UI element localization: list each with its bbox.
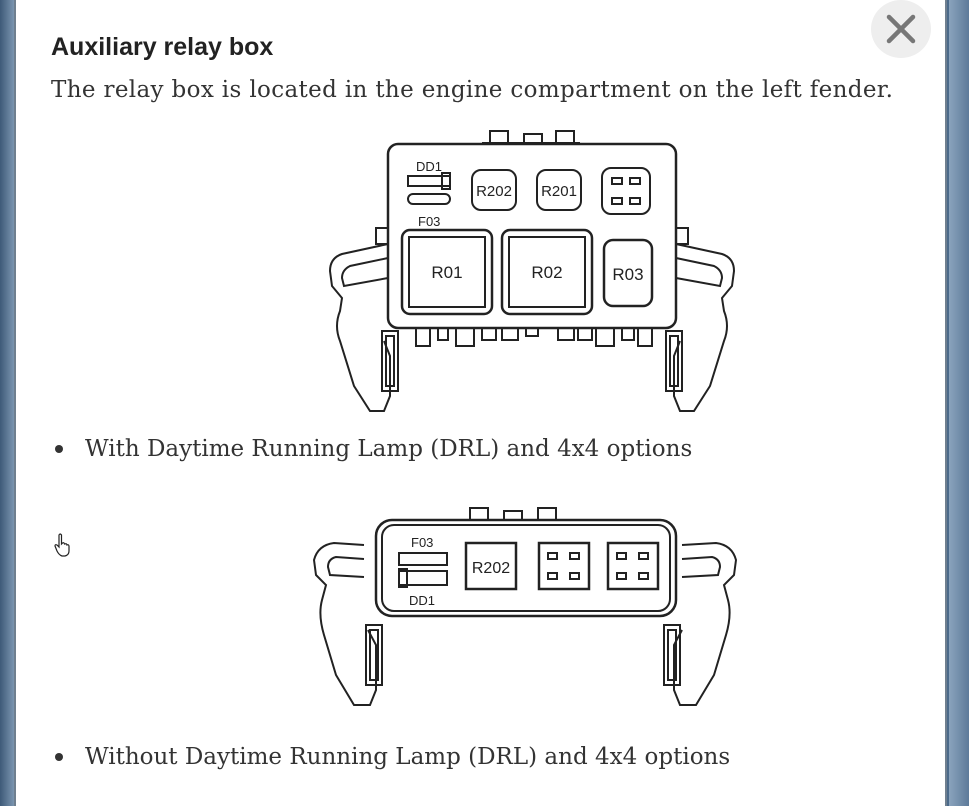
label-dd1: DD1 bbox=[409, 593, 435, 608]
relay-box-diagram-drl: DD1 F03 R202 R201 R01 R02 R03 bbox=[328, 130, 736, 412]
caption-without-drl-text: Without Daytime Running Lamp (DRL) and 4… bbox=[85, 744, 731, 770]
label-r03: R03 bbox=[612, 265, 643, 284]
close-icon bbox=[886, 14, 916, 44]
label-f03: F03 bbox=[411, 535, 433, 550]
label-f03: F03 bbox=[418, 214, 440, 229]
page-title: Auxiliary relay box bbox=[51, 33, 274, 61]
label-r202: R202 bbox=[472, 560, 510, 577]
label-r01: R01 bbox=[431, 263, 462, 282]
caption-with-drl-text: With Daytime Running Lamp (DRL) and 4x4 … bbox=[85, 436, 693, 462]
hand-pointer-icon bbox=[54, 533, 70, 557]
bullet-dot bbox=[55, 753, 63, 761]
relay-box-dialog: Auxiliary relay box The relay box is loc… bbox=[14, 0, 947, 806]
label-r02: R02 bbox=[531, 263, 562, 282]
caption-with-drl: With Daytime Running Lamp (DRL) and 4x4 … bbox=[51, 436, 692, 462]
description-text: The relay box is located in the engine c… bbox=[51, 77, 894, 103]
close-button[interactable] bbox=[871, 0, 931, 58]
relay-box-diagram-no-drl: F03 DD1 R202 bbox=[312, 507, 738, 706]
backdrop-left bbox=[0, 0, 14, 806]
bullet-dot bbox=[55, 445, 63, 453]
label-dd1: DD1 bbox=[416, 159, 442, 174]
backdrop-right bbox=[949, 0, 969, 806]
label-r201: R201 bbox=[541, 183, 577, 200]
label-r202: R202 bbox=[476, 183, 512, 200]
caption-without-drl: Without Daytime Running Lamp (DRL) and 4… bbox=[51, 744, 730, 770]
